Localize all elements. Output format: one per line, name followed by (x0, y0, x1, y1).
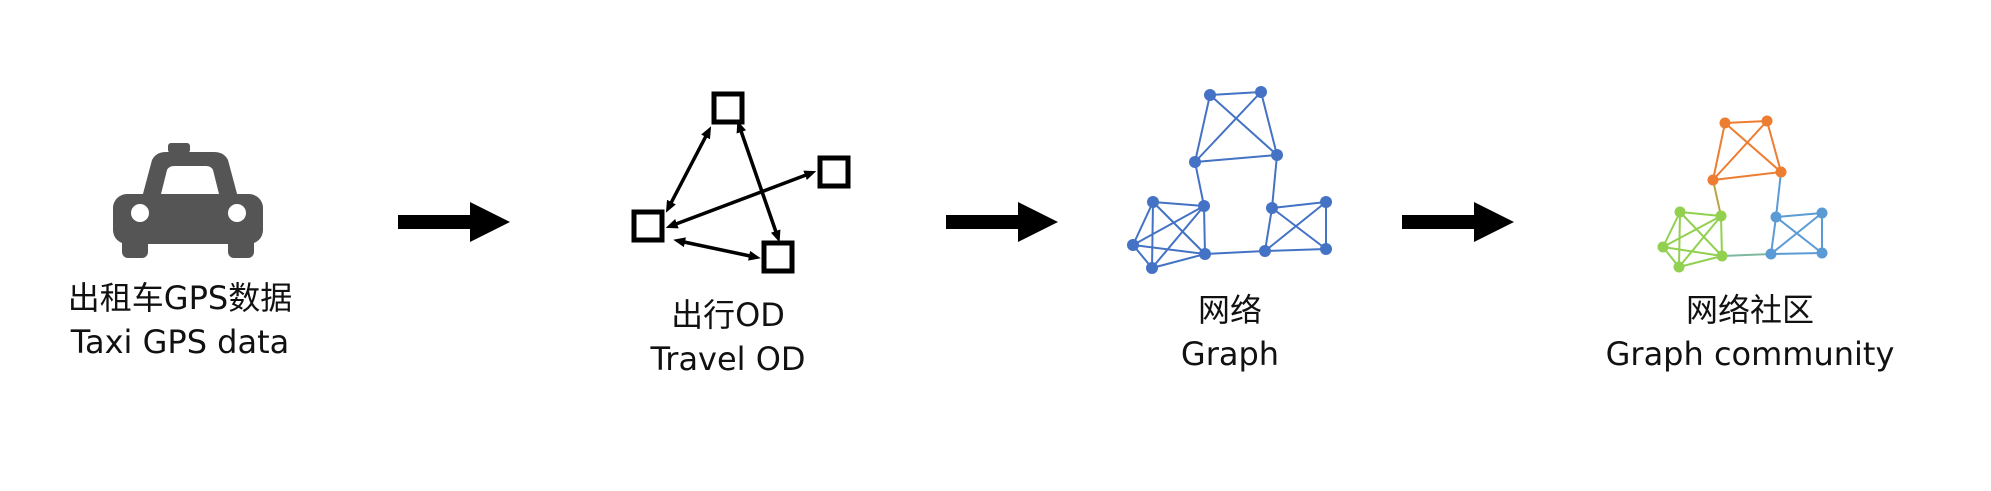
community-graph-icon (1657, 115, 1828, 273)
step-2-label-en: Travel OD (650, 340, 806, 378)
step-4-label-en: Graph community (1605, 335, 1895, 373)
arrow-3 (1402, 202, 1514, 242)
step-3-caption: 网络 Graph (1080, 288, 1380, 376)
od-icon (631, 91, 851, 274)
step-3-label-en: Graph (1180, 335, 1280, 373)
graph-icon (1127, 86, 1332, 274)
step-1-label-en: Taxi GPS data (70, 323, 290, 361)
step-2-label-zh: 出行OD (671, 296, 785, 334)
step-1-label-zh: 出租车GPS数据 (67, 279, 293, 317)
step-4-caption: 网络社区 Graph community (1570, 288, 1930, 376)
arrow-1 (398, 202, 510, 242)
step-2-caption: 出行OD Travel OD (578, 293, 878, 381)
taxi-icon (113, 143, 263, 258)
step-1-caption: 出租车GPS数据 Taxi GPS data (30, 276, 330, 364)
step-4-label-zh: 网络社区 (1685, 291, 1814, 329)
step-3-label-zh: 网络 (1197, 291, 1262, 329)
arrow-2 (946, 202, 1058, 242)
